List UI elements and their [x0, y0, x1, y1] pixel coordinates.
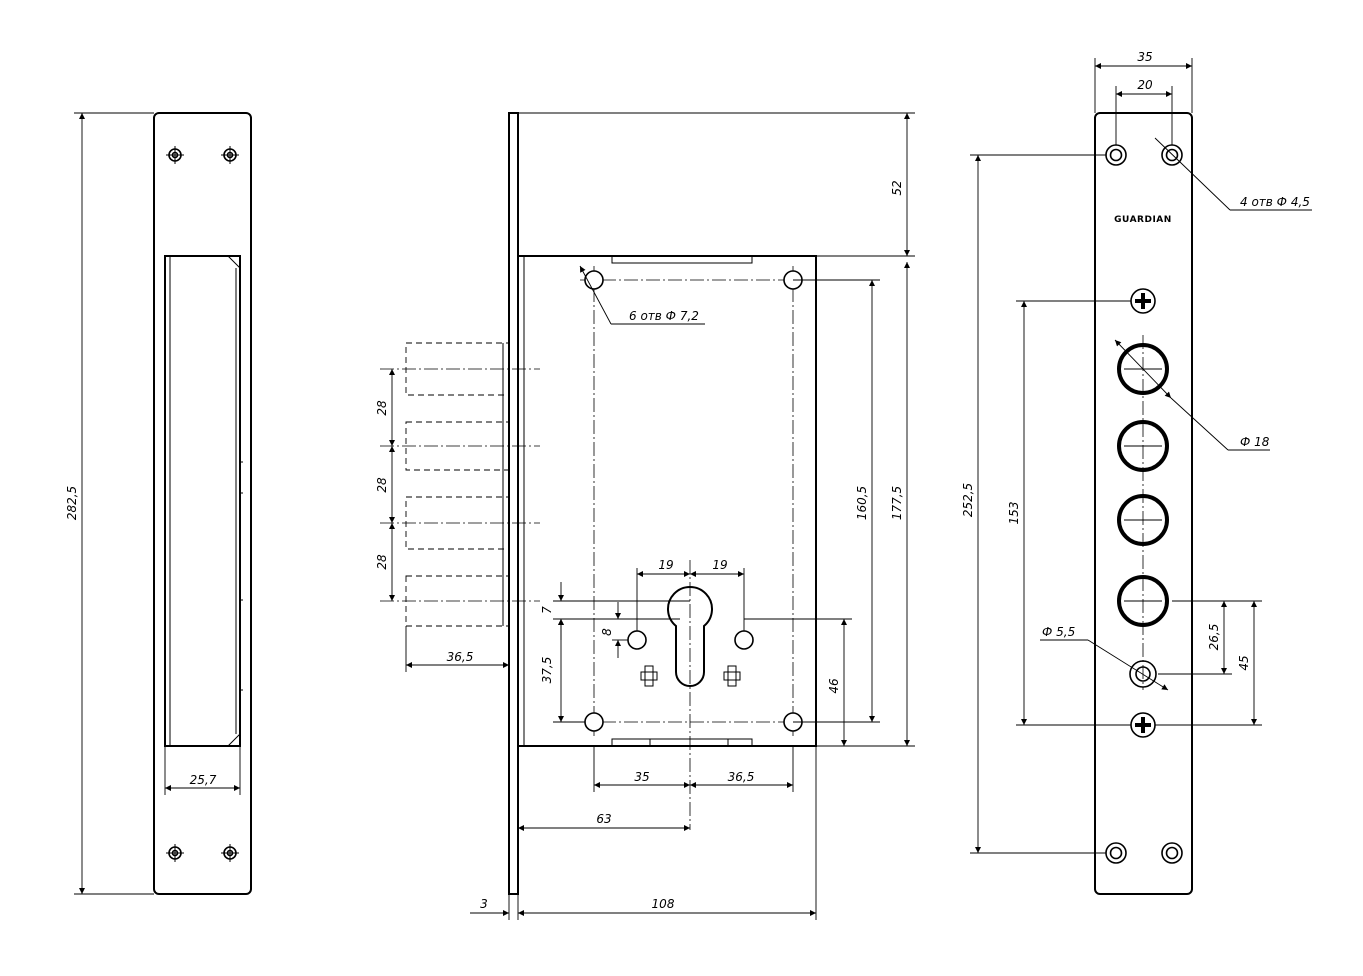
dim-backset: 63: [596, 812, 611, 826]
bolts: [405, 342, 510, 627]
face-plate-outline: [1094, 112, 1193, 895]
dim-cyl-8: 8: [600, 628, 614, 636]
strike-plate-view: 282,5 25,7: [65, 112, 252, 895]
lock-case-outline: [517, 255, 817, 747]
dim-fp-265: 26,5: [1207, 624, 1221, 651]
holes-label: 6 отв Ф 7,2: [629, 309, 699, 323]
face-plate-side: [508, 112, 519, 895]
dim-fp-hole-span: 20: [1137, 78, 1153, 92]
dim-body-width: 108: [652, 897, 675, 911]
dim-cyl-37: 37,5: [540, 657, 554, 684]
dim-bolt-throw: 36,5: [447, 650, 474, 664]
dim-fp-45: 45: [1237, 655, 1251, 670]
face-plate-screw-holes: [1105, 144, 1183, 864]
face-plate-screws: [1130, 288, 1156, 738]
dim-bolt-pitch-3: 28: [375, 554, 389, 570]
strike-holes: [166, 146, 239, 862]
fp-d55-label: Ф 5,5: [1042, 625, 1075, 639]
dim-bolt-pitch-1: 28: [375, 400, 389, 416]
dim-bolt-pitch-2: 28: [375, 477, 389, 493]
dim-plate-thk: 3: [480, 897, 488, 911]
dim-fp-height: 252,5: [961, 483, 975, 517]
dim-body-height: 177,5: [890, 486, 904, 520]
dim-fp-153: 153: [1007, 502, 1021, 525]
fp-holes-label: 4 отв Ф 4,5: [1240, 195, 1310, 209]
dim-cyl-7: 7: [540, 606, 554, 614]
brand-logo: GUARDIAN: [1114, 215, 1172, 225]
dim-fp-width: 35: [1137, 50, 1152, 64]
dim-strike-width: 25,7: [190, 773, 217, 787]
fp-d18-label: Ф 18: [1240, 435, 1270, 449]
lock-body-view: 52 177,5 160,5 46 6 отв Ф 7,2 28 28 28 3…: [375, 112, 915, 920]
case-holes: [584, 270, 803, 732]
dim-strike-height: 282,5: [65, 486, 79, 520]
face-plate-view: GUARDIAN: [961, 50, 1312, 895]
dim-bottom-36: 36,5: [728, 770, 755, 784]
dim-46: 46: [827, 678, 841, 694]
strike-box-outline: [164, 255, 241, 747]
fixing-crosses: [640, 665, 741, 687]
dim-cyl-right: 19: [712, 558, 727, 572]
dim-top-offset: 52: [890, 180, 904, 195]
strike-plate-outline: [153, 112, 252, 895]
dim-hole-span: 160,5: [855, 486, 869, 520]
dim-cyl-left: 19: [658, 558, 673, 572]
dim-bottom-35: 35: [634, 770, 649, 784]
